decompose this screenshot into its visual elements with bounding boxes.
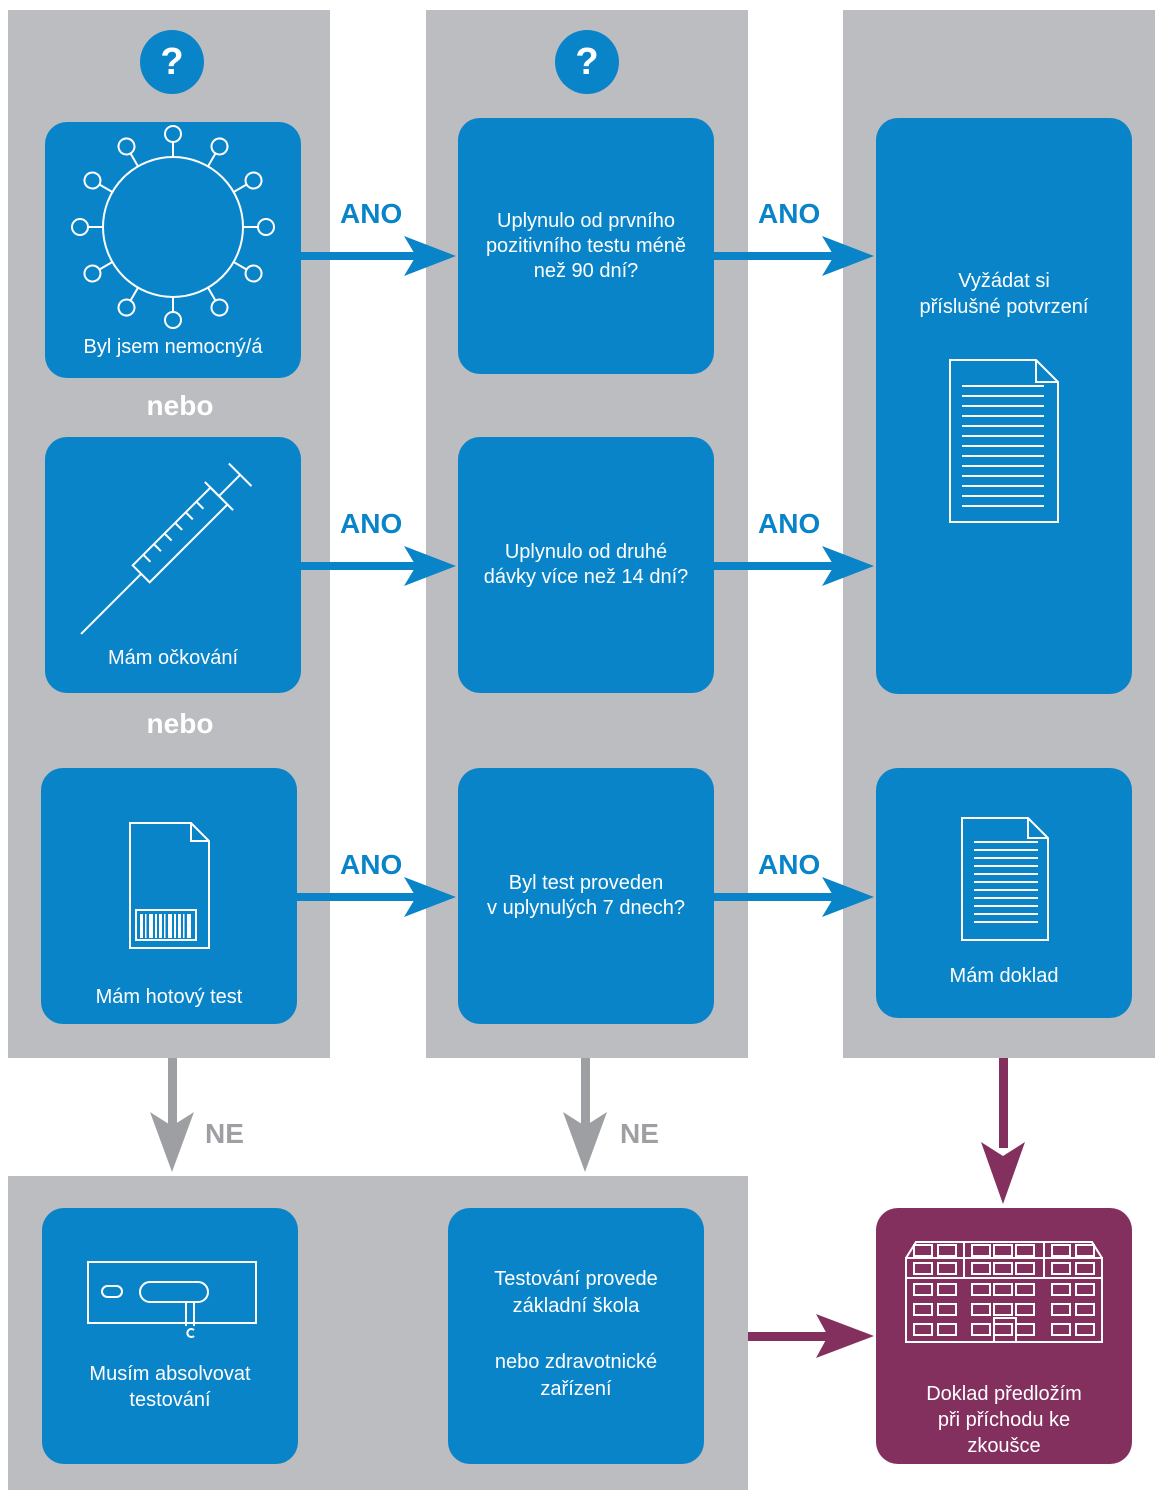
testing-by-line-1: Testování provede (494, 1268, 658, 1290)
test-cassette-icon (87, 1261, 257, 1338)
question-vaccine-line-2: dávky více než 14 dní? (483, 566, 689, 588)
yes-label: ANO (758, 198, 821, 229)
tested-label: Mám hotový test (95, 986, 243, 1008)
sick-box: Byl jsem nemocný/á (45, 122, 301, 378)
school-building-icon (905, 1241, 1103, 1343)
document-icon (949, 359, 1059, 523)
arrow-no-middle-down (563, 1058, 607, 1172)
vaccinated-label: Mám očkování (107, 647, 239, 669)
question-sick-line-2: pozitivního testu méně (485, 234, 687, 257)
request-confirmation-line-1: Vyžádat si (958, 270, 1050, 292)
arrow-sick-to-question (300, 236, 456, 276)
question-sick-line-1: Uplynulo od prvního (497, 209, 675, 232)
test-document-icon (129, 822, 210, 949)
arrow-testing-to-present (748, 1314, 874, 1358)
must-test-box: Musím absolvovat testování (42, 1208, 298, 1464)
or-label-1: nebo (146, 390, 214, 421)
yes-label: ANO (758, 849, 821, 880)
vaccinated-box: Mám očkování (45, 437, 301, 693)
present-document-line-1: Doklad předložím (926, 1383, 1082, 1405)
arrow-question-to-confirmation-1 (714, 236, 874, 276)
arrow-vaccinated-to-question (300, 546, 456, 586)
question-vaccine-box: Uplynulo od druhé dávky více než 14 dní? (458, 437, 714, 693)
must-test-line-1: Musím absolvovat (89, 1363, 251, 1385)
present-document-box: Doklad předložím při příchodu ke zkoušce (876, 1208, 1132, 1464)
have-document-label: Mám doklad (949, 965, 1059, 987)
question-vaccine-line-1: Uplynulo od druhé (504, 541, 668, 563)
document-icon (961, 817, 1049, 941)
question-icon-left: ? (140, 30, 204, 94)
testing-by-line-2: základní škola (512, 1295, 640, 1317)
no-label: NE (205, 1118, 244, 1149)
yes-label: ANO (758, 508, 821, 539)
arrow-no-left-down (150, 1058, 194, 1172)
arrow-question-to-confirmation-2 (714, 546, 874, 586)
present-document-line-2: při příchodu ke (937, 1409, 1071, 1431)
testing-by-line-4: nebo zdravotnické (494, 1351, 658, 1373)
testing-by-box: Testování provede základní škola nebo zd… (448, 1208, 704, 1464)
question-sick-line-3: než 90 dní? (533, 259, 639, 282)
present-document-line-3: zkoušce (967, 1435, 1041, 1457)
yes-label: ANO (340, 508, 403, 539)
question-test-line-1: Byl test proveden (508, 872, 664, 894)
sick-label: Byl jsem nemocný/á (83, 336, 263, 358)
request-confirmation-line-2: příslušné potvrzení (919, 296, 1089, 318)
request-confirmation-box: Vyžádat si příslušné potvrzení (876, 118, 1132, 694)
virus-icon (71, 125, 275, 329)
question-test-line-2: v uplynulých 7 dnech? (487, 897, 685, 919)
syringe-icon (80, 462, 253, 635)
tested-box: Mám hotový test (41, 768, 297, 1024)
arrow-tested-to-question (296, 877, 456, 917)
yes-label: ANO (340, 198, 403, 229)
have-document-box: Mám doklad (876, 768, 1132, 1018)
no-label: NE (620, 1118, 659, 1149)
yes-label: ANO (340, 849, 403, 880)
question-test-box: Byl test proveden v uplynulých 7 dnech? (458, 768, 714, 1024)
testing-by-line-5: zařízení (540, 1378, 612, 1400)
question-icon-middle: ? (555, 30, 619, 94)
must-test-line-2: testování (129, 1389, 211, 1411)
arrow-question-to-document (714, 877, 874, 917)
or-label-2: nebo (146, 708, 214, 739)
question-sick-box: Uplynulo od prvního pozitivního testu mé… (458, 118, 714, 374)
arrow-document-to-present (981, 1058, 1025, 1204)
